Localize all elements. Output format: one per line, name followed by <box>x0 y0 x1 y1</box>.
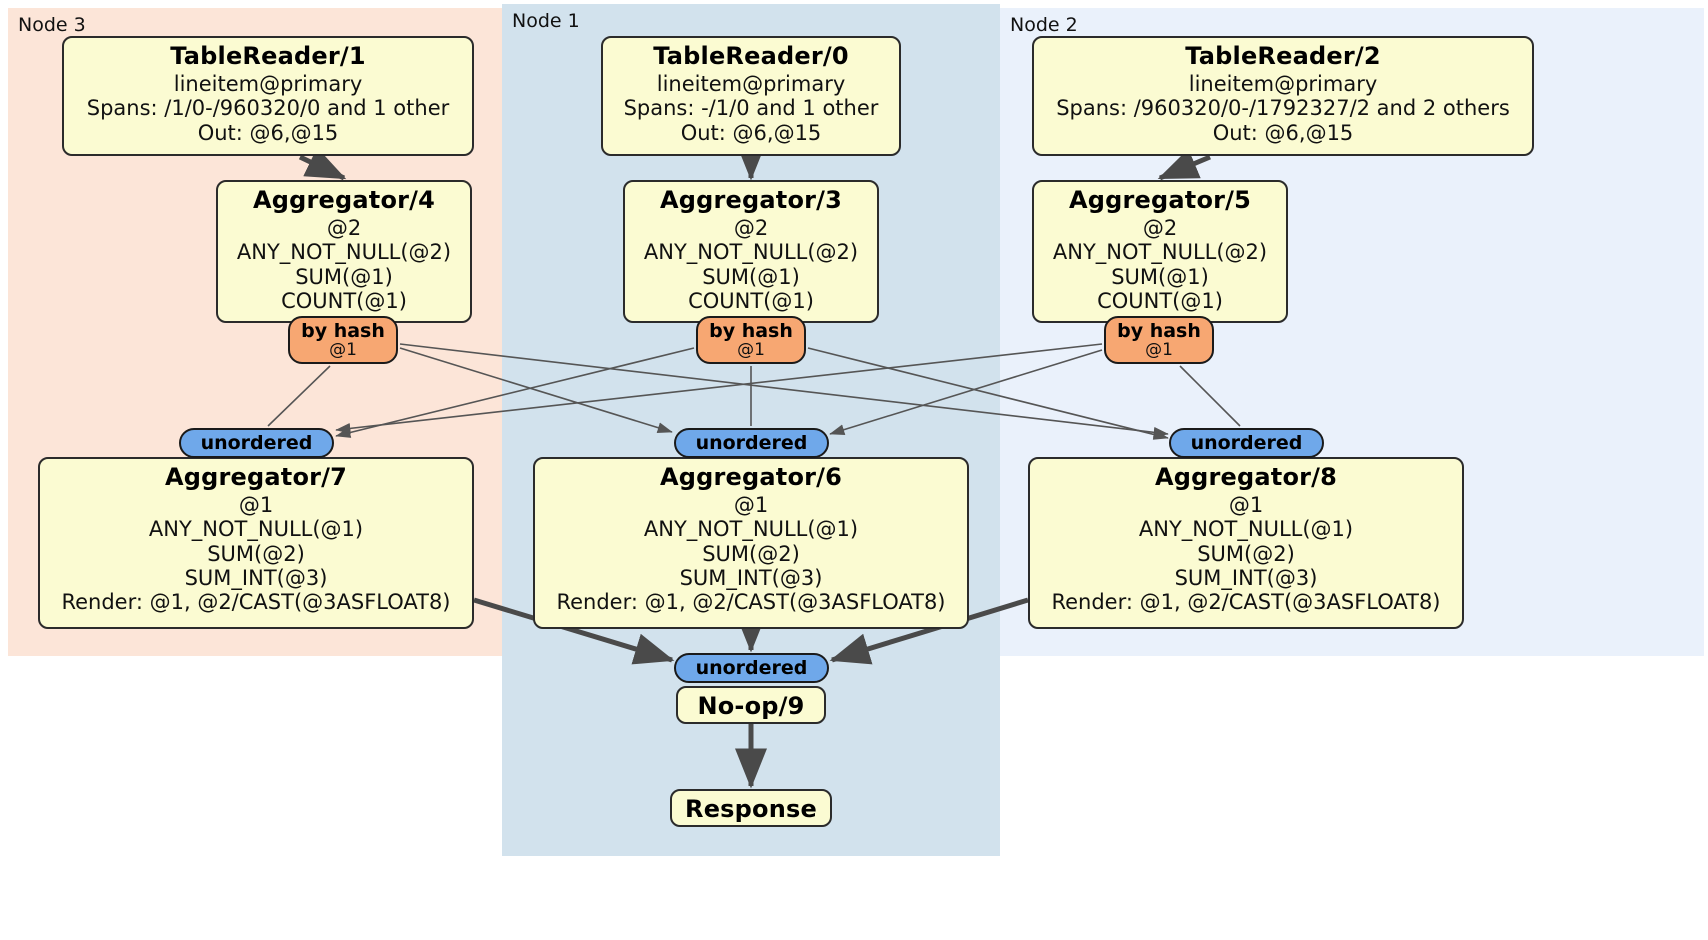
stream-badge-hash-3[interactable]: by hash@1 <box>696 316 806 364</box>
stream-badge-column: @1 <box>737 339 765 360</box>
stream-badge-hash-4[interactable]: by hash@1 <box>288 316 398 364</box>
plan-node-detail-line: COUNT(@1) <box>688 288 814 313</box>
stream-badge-label: unordered <box>1190 432 1303 454</box>
plan-node-detail-line: ANY_NOT_NULL(@1) <box>1138 517 1354 542</box>
stream-badge-label: unordered <box>695 657 808 679</box>
plan-node-detail-line: SUM(@2) <box>1197 541 1295 566</box>
plan-node-detail-line: Spans: -/1/0 and 1 other <box>623 96 879 121</box>
plan-node-detail-line: Render: @1, @2/CAST(@3ASFLOAT8) <box>61 590 451 615</box>
stream-badge-unord-6[interactable]: unordered <box>674 428 829 458</box>
plan-node-detail-line: SUM_INT(@3) <box>184 565 328 590</box>
plan-node-detail-line: ANY_NOT_NULL(@1) <box>643 517 859 542</box>
plan-node-detail-line: @1 <box>1228 492 1264 517</box>
plan-node-detail-line: lineitem@primary <box>656 71 846 96</box>
plan-node-detail-line: lineitem@primary <box>173 71 363 96</box>
plan-node-detail-line: @2 <box>733 215 769 240</box>
plan-node-detail-line: Render: @1, @2/CAST(@3ASFLOAT8) <box>556 590 946 615</box>
plan-node-detail-line: @1 <box>733 492 769 517</box>
plan-node-detail-line: Out: @6,@15 <box>680 120 822 145</box>
stream-badge-label: by hash <box>301 320 385 342</box>
plan-node-detail-line: SUM(@1) <box>702 264 800 289</box>
plan-node-detail-line: Spans: /1/0-/960320/0 and 1 other <box>86 96 450 121</box>
stream-badge-column: @1 <box>1145 339 1173 360</box>
stream-badge-unord-9[interactable]: unordered <box>674 653 829 683</box>
stream-badge-label: by hash <box>1117 320 1201 342</box>
plan-node-detail-line: SUM(@2) <box>207 541 305 566</box>
plan-node-title: TableReader/1 <box>170 42 366 70</box>
plan-node-detail-line: SUM_INT(@3) <box>1174 565 1318 590</box>
node-panel-label-node1: Node 1 <box>512 10 580 32</box>
stream-badge-unord-8[interactable]: unordered <box>1169 428 1324 458</box>
plan-node-title: Aggregator/6 <box>659 463 843 491</box>
plan-node-title: TableReader/2 <box>1185 42 1381 70</box>
plan-node-detail-line: COUNT(@1) <box>281 288 407 313</box>
plan-node-detail-line: Spans: /960320/0-/1792327/2 and 2 others <box>1056 96 1510 121</box>
plan-node-detail-line: lineitem@primary <box>1188 71 1378 96</box>
plan-node-detail-line: SUM_INT(@3) <box>679 565 823 590</box>
node-panel-label-node2: Node 2 <box>1010 14 1078 36</box>
plan-node-detail-line: ANY_NOT_NULL(@2) <box>236 240 452 265</box>
stream-badge-unord-7[interactable]: unordered <box>179 428 334 458</box>
plan-node-detail-line: ANY_NOT_NULL(@2) <box>1052 240 1268 265</box>
plan-node-title: Aggregator/8 <box>1154 463 1338 491</box>
stream-badge-column: @1 <box>329 339 357 360</box>
plan-node-detail-line: @2 <box>1142 215 1178 240</box>
node-panel-label-node3: Node 3 <box>18 14 86 36</box>
stream-badge-hash-5[interactable]: by hash@1 <box>1104 316 1214 364</box>
plan-node-title: Response <box>685 795 817 823</box>
plan-node-noop9[interactable]: No-op/9 <box>676 686 826 724</box>
plan-node-detail-line: COUNT(@1) <box>1097 288 1223 313</box>
plan-node-detail-line: SUM(@1) <box>295 264 393 289</box>
plan-node-response[interactable]: Response <box>670 789 832 827</box>
plan-node-title: Aggregator/3 <box>659 186 843 214</box>
stream-badge-label: unordered <box>695 432 808 454</box>
plan-node-detail-line: @1 <box>238 492 274 517</box>
plan-node-detail-line: Out: @6,@15 <box>1212 120 1354 145</box>
plan-node-detail-line: SUM(@1) <box>1111 264 1209 289</box>
plan-node-title: Aggregator/7 <box>164 463 348 491</box>
plan-node-detail-line: SUM(@2) <box>702 541 800 566</box>
plan-node-title: TableReader/0 <box>653 42 849 70</box>
plan-node-detail-line: ANY_NOT_NULL(@2) <box>643 240 859 265</box>
plan-node-detail-line: ANY_NOT_NULL(@1) <box>148 517 364 542</box>
stream-badge-label: unordered <box>200 432 313 454</box>
plan-node-detail-line: Render: @1, @2/CAST(@3ASFLOAT8) <box>1051 590 1441 615</box>
stream-badge-label: by hash <box>709 320 793 342</box>
plan-node-title: Aggregator/4 <box>252 186 436 214</box>
plan-node-detail-line: Out: @6,@15 <box>197 120 339 145</box>
plan-node-detail-line: @2 <box>326 215 362 240</box>
plan-node-title: Aggregator/5 <box>1068 186 1252 214</box>
plan-node-title: No-op/9 <box>697 692 805 720</box>
